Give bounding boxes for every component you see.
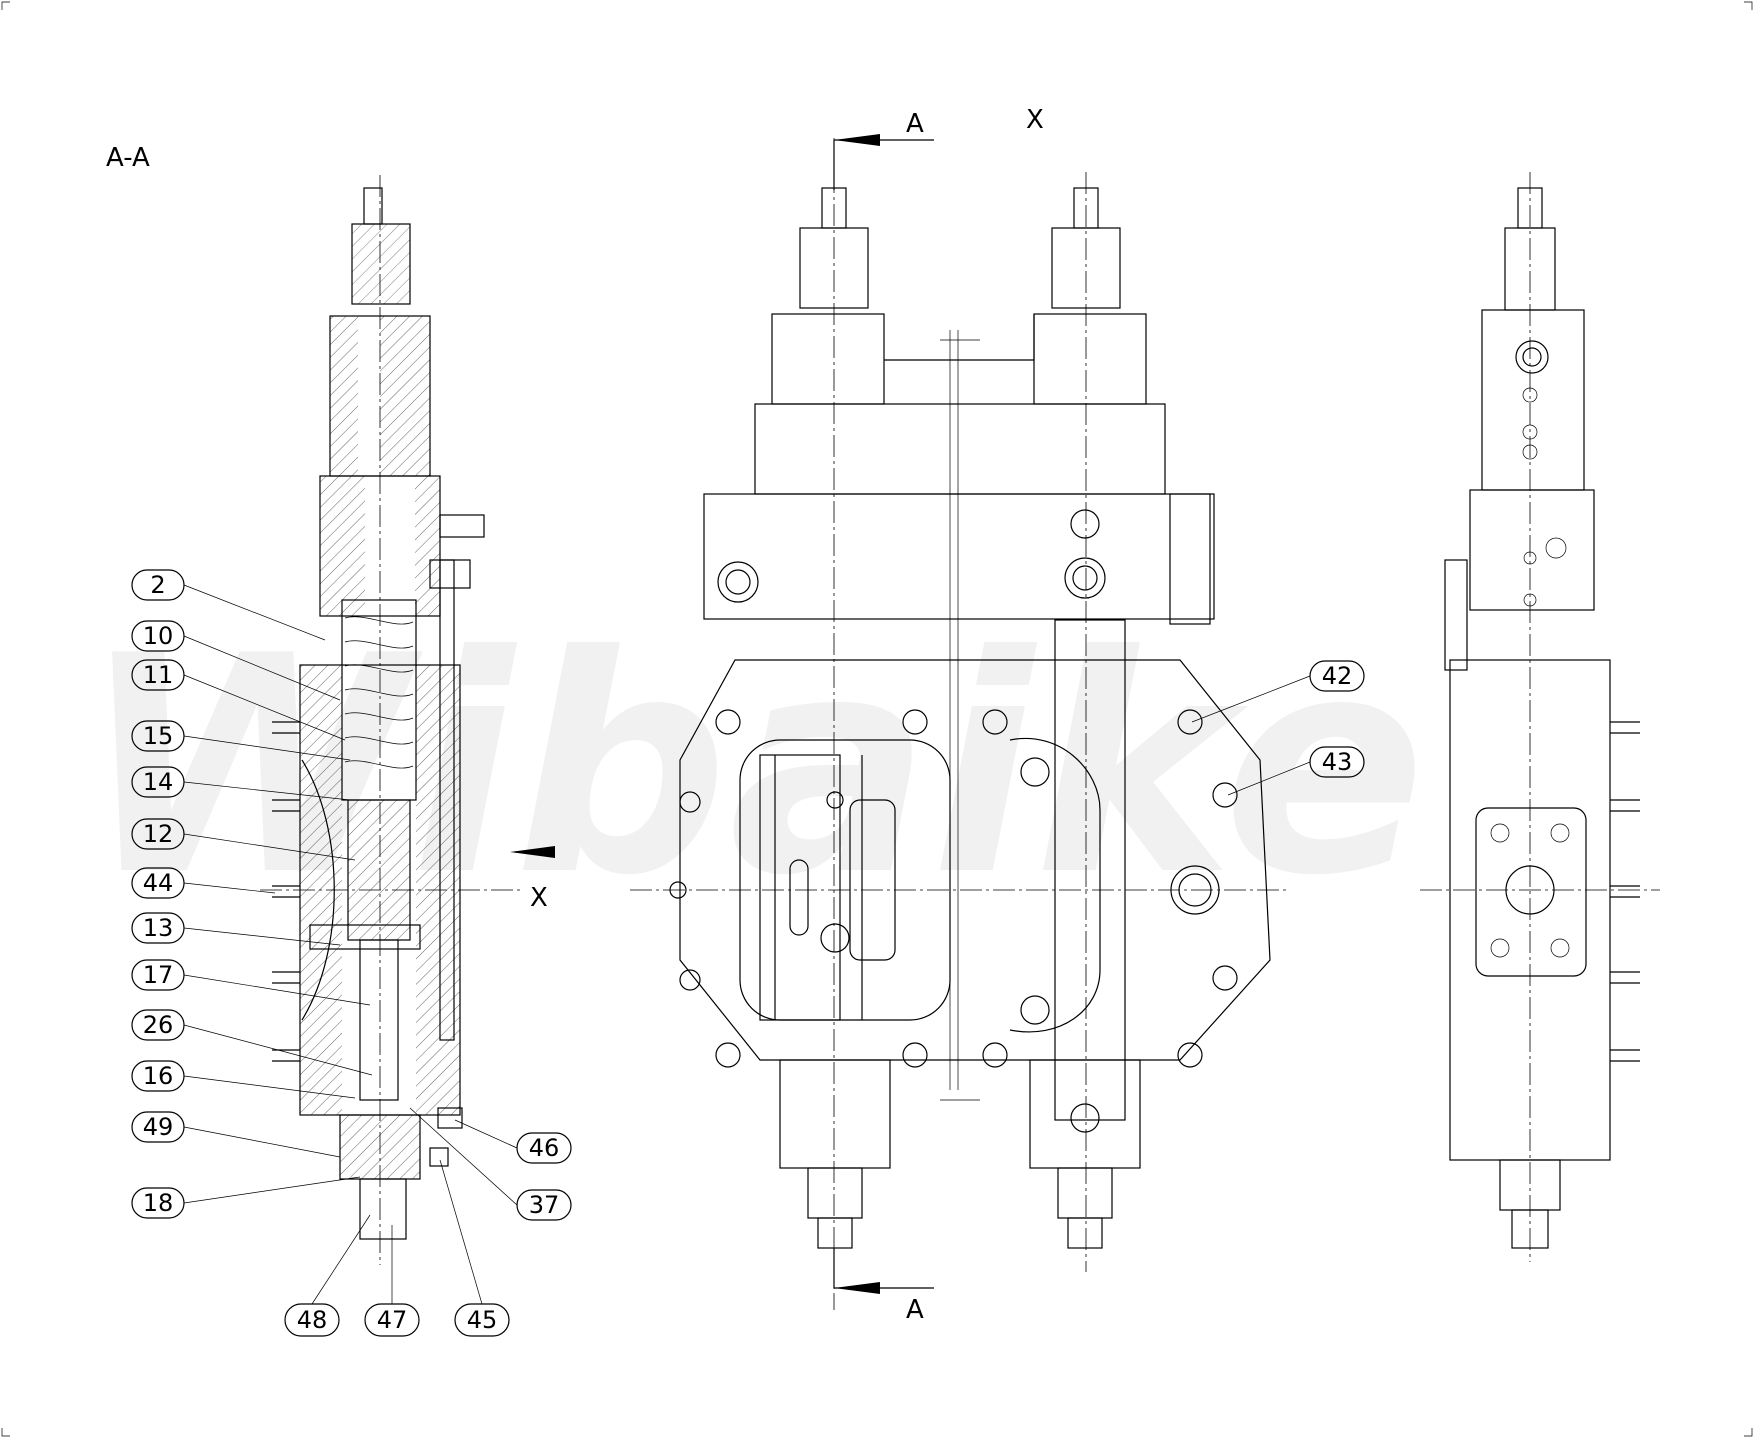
balloon-13: 13 — [131, 912, 341, 946]
section-a-bottom-label: A — [906, 1295, 924, 1325]
view-arrow-x — [510, 846, 555, 858]
svg-text:47: 47 — [377, 1306, 408, 1334]
view-x-arrow-label: X — [530, 883, 548, 913]
svg-text:42: 42 — [1322, 662, 1353, 690]
svg-text:17: 17 — [143, 961, 174, 989]
front-view — [630, 138, 1290, 1310]
balloon-11: 11 — [131, 659, 346, 741]
balloon-45: 45 — [439, 1159, 510, 1337]
balloon-49: 49 — [131, 1111, 341, 1158]
balloon-15: 15 — [131, 720, 351, 761]
svg-text:18: 18 — [143, 1189, 174, 1217]
section-arrow-a-bottom — [833, 1248, 934, 1294]
balloon-17: 17 — [131, 959, 371, 1006]
balloon-44: 44 — [131, 867, 276, 899]
section-a-top-label: A — [906, 109, 924, 139]
svg-text:13: 13 — [143, 914, 174, 942]
svg-text:14: 14 — [143, 768, 174, 796]
balloon-16: 16 — [131, 1060, 356, 1099]
side-view — [1420, 172, 1660, 1262]
svg-text:49: 49 — [143, 1113, 174, 1141]
svg-text:48: 48 — [297, 1306, 328, 1334]
balloon-26: 26 — [131, 1009, 373, 1076]
balloon-2: 2 — [131, 569, 326, 641]
balloon-48: 48 — [284, 1214, 371, 1337]
view-x-top-label: X — [1026, 105, 1044, 135]
svg-text:44: 44 — [143, 869, 174, 897]
balloon-10: 10 — [131, 620, 341, 701]
svg-text:11: 11 — [143, 661, 174, 689]
svg-text:26: 26 — [143, 1011, 174, 1039]
balloon-42: 42 — [1191, 660, 1365, 723]
balloon-14: 14 — [131, 766, 351, 801]
svg-text:43: 43 — [1322, 748, 1353, 776]
svg-text:15: 15 — [143, 722, 174, 750]
balloon-47: 47 — [364, 1225, 420, 1337]
svg-text:16: 16 — [143, 1062, 174, 1090]
watermark-text: Wibaike — [80, 592, 1426, 941]
balloon-46: 46 — [454, 1119, 572, 1164]
section-title-label: A-A — [106, 143, 150, 173]
svg-text:2: 2 — [150, 571, 165, 599]
section-view-a-a — [260, 175, 520, 1265]
balloon-37: 37 — [409, 1107, 572, 1221]
balloon-43: 43 — [1227, 746, 1365, 796]
balloon-12: 12 — [131, 818, 356, 861]
section-arrow-a-top — [833, 134, 934, 190]
svg-text:46: 46 — [529, 1134, 560, 1162]
svg-text:12: 12 — [143, 820, 174, 848]
svg-text:37: 37 — [529, 1191, 560, 1219]
balloon-18: 18 — [131, 1176, 361, 1219]
svg-text:10: 10 — [143, 622, 174, 650]
svg-text:45: 45 — [467, 1306, 498, 1334]
